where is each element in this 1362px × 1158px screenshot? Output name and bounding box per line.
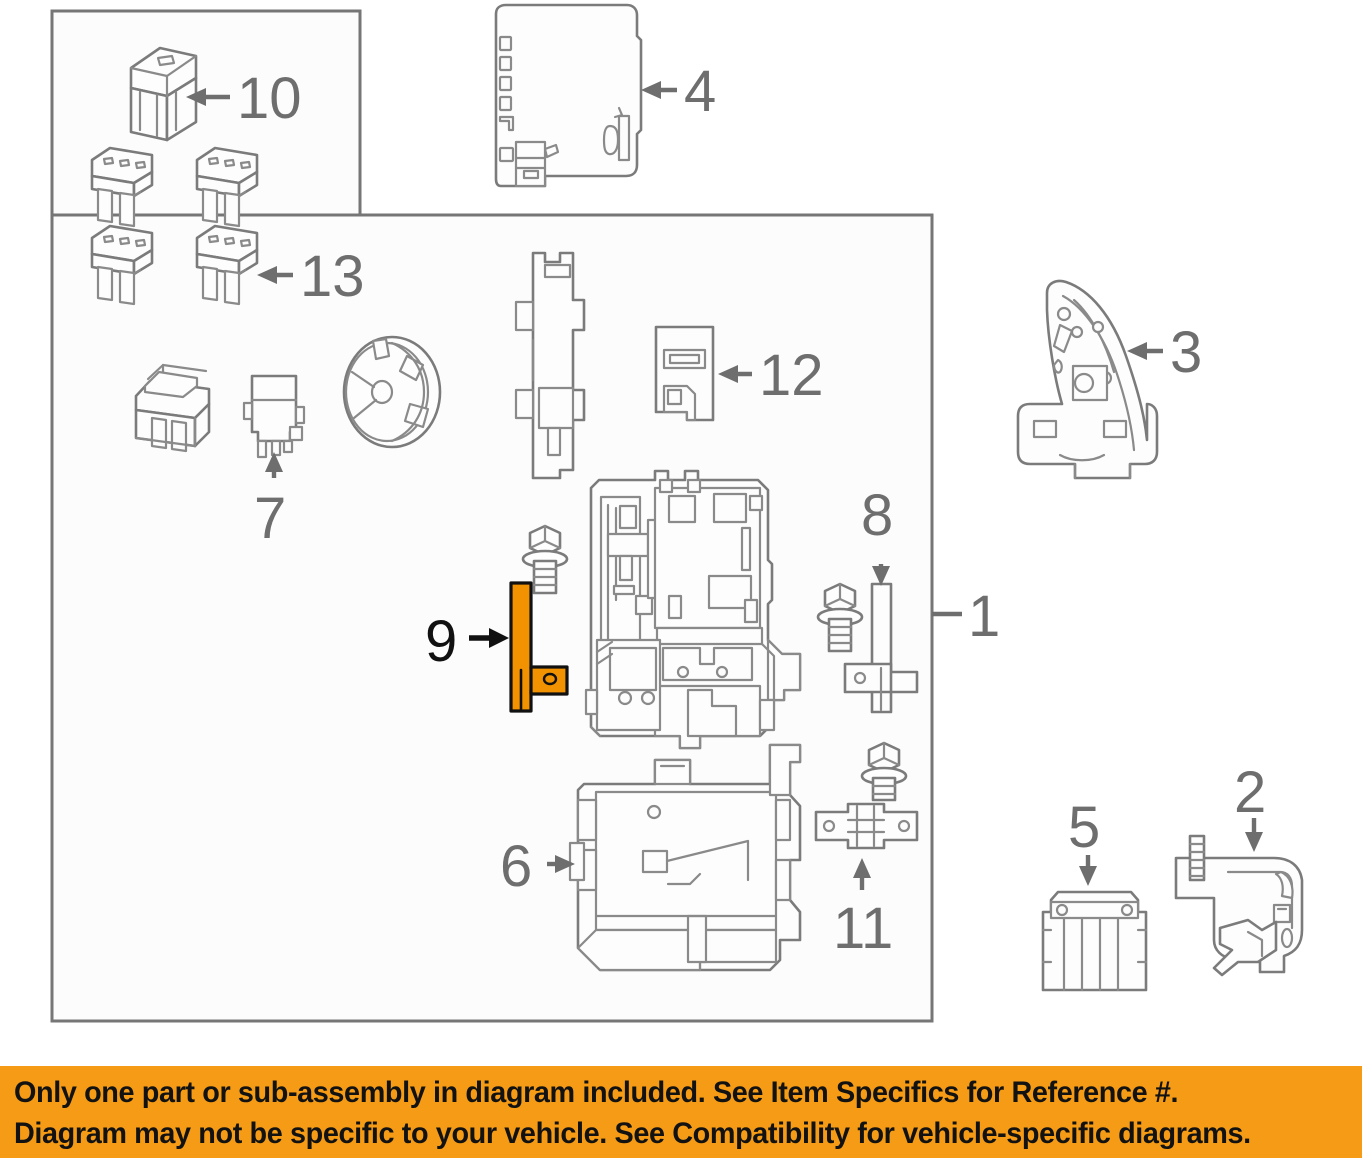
callout-number: 6 bbox=[500, 834, 532, 899]
callout-number: 11 bbox=[833, 896, 893, 961]
callout-13: 13 bbox=[257, 244, 365, 309]
callout-number: 9 bbox=[425, 609, 457, 674]
part-flange-bolt bbox=[521, 524, 569, 595]
part-connector-bracket bbox=[654, 325, 715, 422]
callout-10: 10 bbox=[186, 66, 302, 131]
part-blade-fuse bbox=[90, 146, 154, 228]
part-curved-support-bracket bbox=[1016, 279, 1159, 480]
assembly-boundary-box bbox=[50, 9, 934, 1023]
callout-number: 2 bbox=[1234, 760, 1266, 825]
callout-11: 11 bbox=[833, 858, 893, 961]
callout-2: 2 bbox=[1234, 760, 1266, 852]
callout-3: 3 bbox=[1127, 320, 1202, 385]
part-blade-fuse bbox=[90, 224, 154, 306]
part-blade-fuse bbox=[195, 224, 259, 306]
part-relay-block bbox=[134, 363, 211, 453]
callout-number: 5 bbox=[1068, 795, 1100, 860]
callout-number: 3 bbox=[1170, 320, 1202, 385]
callout-number: 8 bbox=[861, 483, 893, 548]
part-main-fuse-box-body bbox=[584, 469, 802, 750]
part-relay bbox=[242, 374, 306, 459]
part-mounting-bracket bbox=[843, 582, 919, 714]
part-mounting-bracket-with-stud bbox=[1174, 834, 1304, 977]
callout-12: 12 bbox=[718, 343, 824, 408]
part-lower-fuse-box-housing bbox=[568, 743, 802, 972]
part-fuse-box-cover bbox=[494, 3, 643, 188]
callout-4: 4 bbox=[641, 59, 716, 124]
callout-number: 7 bbox=[254, 486, 286, 551]
callout-number: 10 bbox=[237, 66, 302, 131]
part-tall-connector bbox=[514, 251, 586, 480]
part-flange-bolt bbox=[816, 582, 864, 653]
callout-number: 1 bbox=[968, 584, 1000, 649]
callout-number: 13 bbox=[300, 244, 365, 309]
disclaimer-line-2: Diagram may not be specific to your vehi… bbox=[14, 1117, 1251, 1150]
callout-5: 5 bbox=[1068, 795, 1100, 886]
part-blade-fuse bbox=[195, 146, 259, 228]
callout-8: 8 bbox=[861, 483, 893, 586]
disclaimer-banner: Only one part or sub-assembly in diagram… bbox=[0, 1066, 1362, 1158]
callout-9: 9 bbox=[425, 609, 509, 674]
callout-7: 7 bbox=[254, 452, 286, 551]
part-bolt-down-fusible-link bbox=[814, 802, 919, 850]
callout-1: 1 bbox=[932, 584, 1000, 649]
part-disc-grommet bbox=[342, 335, 442, 449]
callout-6: 6 bbox=[500, 834, 575, 899]
disclaimer-line-1: Only one part or sub-assembly in diagram… bbox=[14, 1076, 1179, 1109]
part-mounting-bracket-highlighted bbox=[509, 581, 569, 713]
callout-number: 12 bbox=[759, 343, 824, 408]
part-cartridge-fuse bbox=[129, 46, 198, 142]
callout-number: 4 bbox=[684, 59, 716, 124]
part-ribbed-connector-block bbox=[1041, 890, 1148, 992]
part-flange-bolt bbox=[860, 741, 908, 802]
